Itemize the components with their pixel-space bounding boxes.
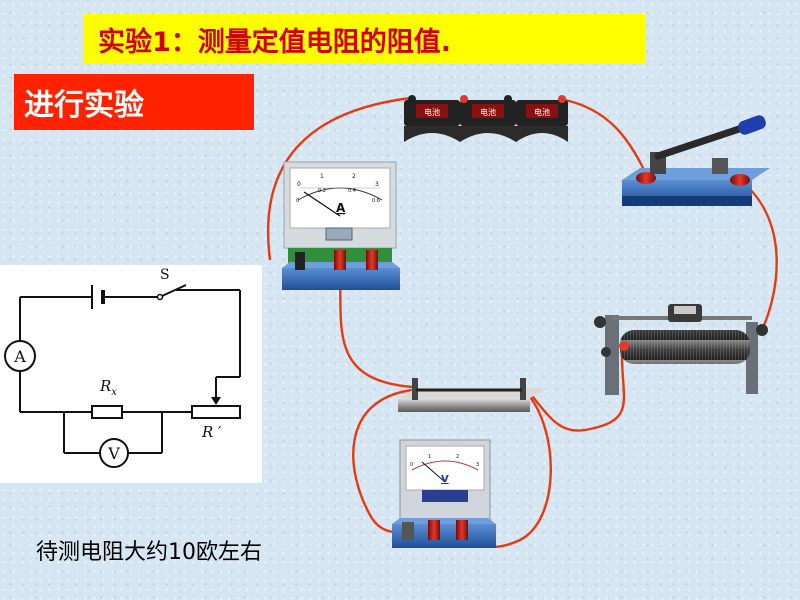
rx-label: Rx <box>99 377 117 398</box>
voltmeter-symbol <box>99 438 129 468</box>
battery-label-2: 电池 <box>480 107 496 117</box>
svg-text:1: 1 <box>320 173 324 180</box>
svg-text:0: 0 <box>296 198 299 204</box>
voltmeter-symbol-label: V <box>107 444 120 463</box>
schematic-svg: A V S Rx R ′ <box>4 267 241 468</box>
svg-text:2: 2 <box>456 454 459 460</box>
wire-rheostat-resistor <box>528 344 626 432</box>
wire-ammeter-resistor <box>338 271 413 389</box>
resistor-board <box>398 378 548 412</box>
voltmeter-needle <box>421 461 446 483</box>
ammeter-needle <box>303 191 341 217</box>
section-label-text: 进行实验 <box>24 88 144 123</box>
rx-resistor <box>91 405 123 419</box>
voltmeter-device: 0 1 2 3 V <box>392 439 496 548</box>
svg-text:0: 0 <box>297 181 301 188</box>
wire-resistor-voltmeter <box>352 388 413 534</box>
svg-text:0: 0 <box>410 462 413 468</box>
svg-text:0.4: 0.4 <box>348 188 356 194</box>
resistance-note: 待测电阻大约10欧左右 <box>36 534 262 566</box>
battery-label-1: 电池 <box>424 107 440 117</box>
rheostat-symbol <box>191 405 241 419</box>
svg-text:0.6: 0.6 <box>372 198 380 204</box>
svg-text:3: 3 <box>476 462 479 468</box>
wire-battery-ammeter <box>267 96 412 261</box>
battery-pack: 电池 电池 电池 <box>404 95 568 142</box>
ammeter-symbol-label: A <box>13 347 26 366</box>
rheostat-coil <box>620 330 750 364</box>
rheostat-device <box>594 304 768 395</box>
ammeter-symbol <box>4 340 36 372</box>
svg-text:1: 1 <box>428 454 431 460</box>
resistance-note-text: 待测电阻大约10欧左右 <box>36 540 262 565</box>
switch-label: S <box>160 267 170 283</box>
ammeter-device: 0 1 2 3 0 0.2 0.4 0.6 A <box>282 161 400 290</box>
knife-switch <box>622 115 770 206</box>
slide-title: 实验1：测量定值电阻的阻值. <box>84 14 646 64</box>
svg-text:0.2: 0.2 <box>318 188 326 194</box>
wire-battery-switch <box>564 98 650 179</box>
ammeter-unit: A <box>336 201 346 215</box>
rprime-label: R ′ <box>201 423 222 441</box>
svg-text:3: 3 <box>375 181 379 188</box>
section-label: 进行实验 <box>14 74 254 130</box>
voltmeter-unit: V <box>441 474 449 485</box>
slide-title-text: 实验1：测量定值电阻的阻值. <box>98 26 452 58</box>
circuit-schematic: A V S Rx R ′ <box>0 265 262 483</box>
battery-label-3: 电池 <box>534 107 550 117</box>
wire-switch-rheostat <box>739 179 778 331</box>
svg-text:2: 2 <box>352 173 356 180</box>
